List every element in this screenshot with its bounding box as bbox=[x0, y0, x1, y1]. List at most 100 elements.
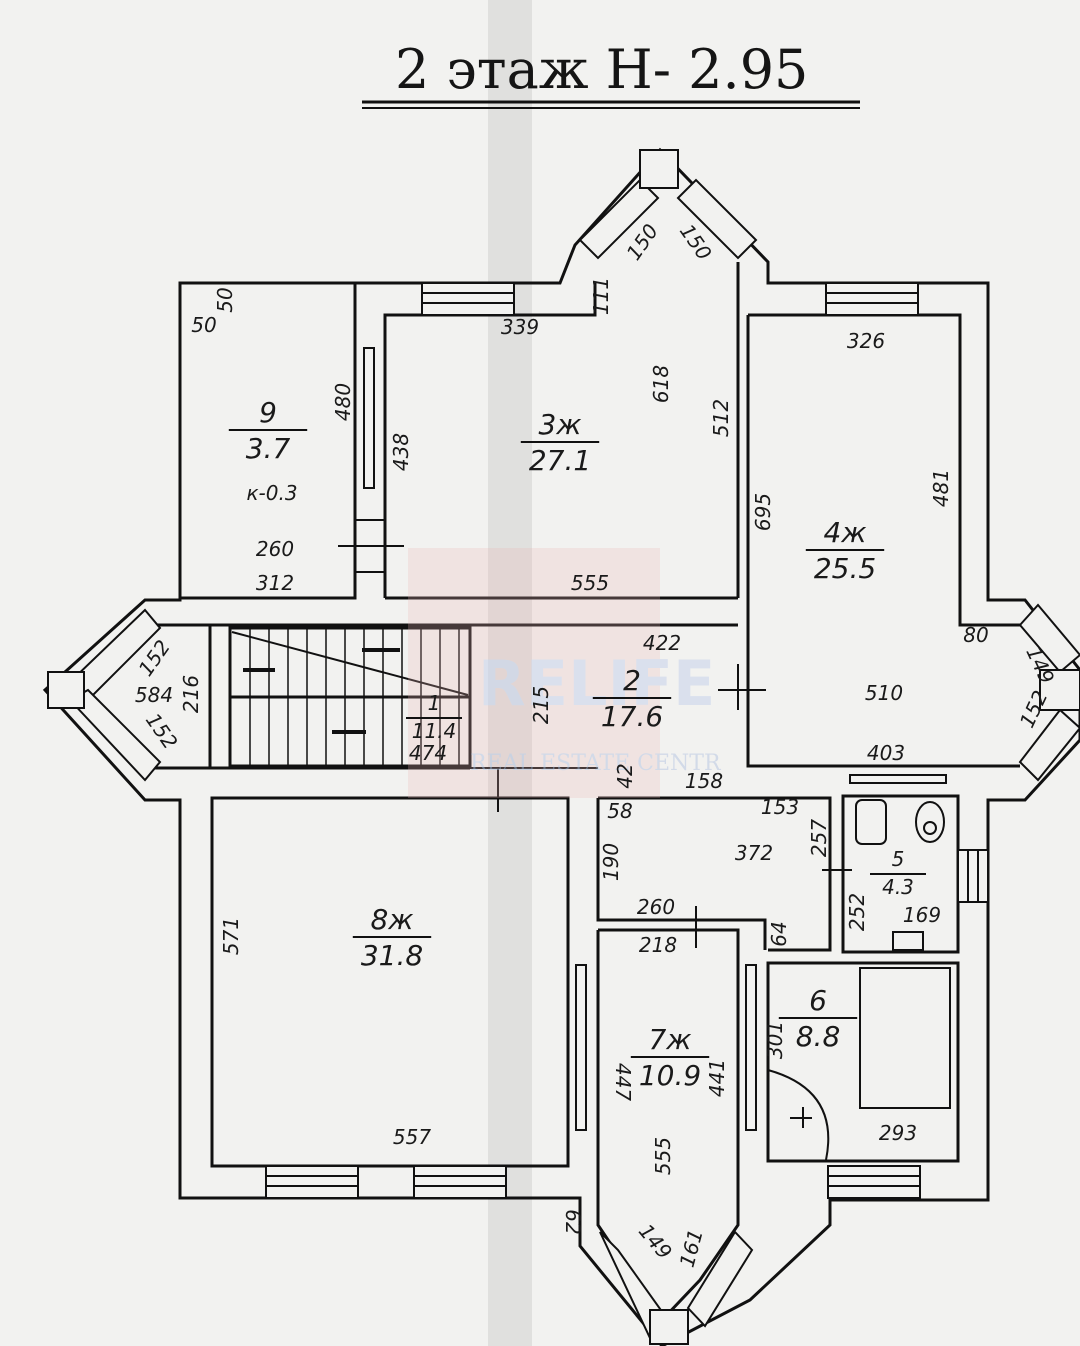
partitions bbox=[338, 347, 947, 1161]
bathroom-fixtures bbox=[855, 799, 945, 845]
dimension-label: 584 bbox=[135, 683, 173, 707]
dimension-label: 58 bbox=[607, 799, 632, 823]
dimension-label: 339 bbox=[501, 315, 539, 339]
window-bay-right-bottom bbox=[1018, 708, 1080, 782]
dimension-label: 474 bbox=[409, 741, 447, 765]
window-bay-top-right bbox=[676, 178, 758, 260]
dimension-label: 555 bbox=[651, 1137, 675, 1175]
dimension-label: 326 bbox=[847, 329, 885, 353]
windows bbox=[47, 149, 1080, 1345]
dimension-label: 512 bbox=[709, 399, 733, 437]
window-8-bottom-1 bbox=[265, 1165, 359, 1199]
window-bay-bottom-right bbox=[686, 1230, 754, 1328]
dimension-label: 218 bbox=[639, 933, 677, 957]
outer-wall-outline bbox=[42, 147, 1080, 1346]
inner-walls bbox=[145, 262, 1020, 1323]
room-area-2: 17.6 bbox=[601, 700, 663, 733]
window-bay-right-top bbox=[1018, 603, 1080, 674]
radiator-4 bbox=[849, 774, 947, 784]
bathtub bbox=[859, 967, 951, 1109]
dimension-label: 441 bbox=[705, 1059, 729, 1097]
page-title: 2 этаж Н- 2.95 bbox=[395, 38, 808, 101]
dimension-label: 257 bbox=[807, 819, 831, 857]
dimension-label: 216 bbox=[179, 675, 203, 713]
watermark-sub: REAL ESTATE CENTR bbox=[470, 751, 722, 776]
room-number-9: 9 bbox=[259, 396, 277, 429]
outer-wall bbox=[42, 147, 1080, 1346]
wall-room-7 bbox=[596, 928, 740, 1323]
dimension-label: 158 bbox=[685, 769, 723, 793]
dimension-label: 260 bbox=[637, 895, 675, 919]
window-5-right bbox=[957, 849, 989, 903]
dimension-label: 312 bbox=[256, 571, 294, 595]
window-3-top bbox=[421, 282, 515, 316]
dimension-label: 152 bbox=[141, 708, 183, 753]
watermark: RELIFE REAL ESTATE CENTR bbox=[408, 548, 722, 798]
room-area-3: 27.1 bbox=[529, 444, 591, 477]
dimension-label: 50 bbox=[213, 287, 237, 312]
wall-room-4-b bbox=[746, 315, 1020, 768]
wall-room-2-lower-b bbox=[596, 798, 767, 950]
room-labels: 93.7к-0.33ж27.14ж25.5111.4217.654.368.87… bbox=[228, 396, 926, 1092]
dimension-label: 372 bbox=[735, 841, 773, 865]
partition-7-right bbox=[745, 964, 757, 1131]
window-6-bottom bbox=[827, 1165, 921, 1199]
dimension-label: 480 bbox=[331, 383, 355, 421]
room-area-4: 25.5 bbox=[814, 552, 876, 585]
dimension-label: 260 bbox=[256, 537, 294, 561]
watermark-brand: RELIFE bbox=[478, 647, 715, 720]
dimension-label: 438 bbox=[389, 433, 413, 471]
room-number-5: 5 bbox=[892, 847, 905, 871]
window-8-bottom-2 bbox=[413, 1165, 507, 1199]
room-number-6: 6 bbox=[809, 984, 827, 1017]
dimension-label: 695 bbox=[751, 493, 775, 531]
door-swing-6 bbox=[767, 1069, 830, 1161]
dimension-label: 301 bbox=[763, 1021, 787, 1059]
stair-diagonal bbox=[231, 631, 469, 696]
room-number-7: 7ж bbox=[648, 1023, 691, 1056]
room-area-6: 8.8 bbox=[796, 1020, 841, 1053]
toilet-box bbox=[892, 931, 924, 951]
room-number-8: 8ж bbox=[370, 903, 413, 936]
toilet-icon bbox=[915, 801, 945, 843]
room-number-2: 2 bbox=[623, 664, 641, 697]
wall-room-9 bbox=[178, 281, 357, 600]
dimension-label: 555 bbox=[571, 571, 609, 595]
dimension-label: 557 bbox=[393, 1125, 431, 1149]
room-number-3: 3ж bbox=[538, 408, 581, 441]
dimension-label: 571 bbox=[219, 917, 243, 955]
sink-icon bbox=[855, 799, 887, 845]
window-4-top bbox=[825, 282, 919, 316]
dimension-label: 149 bbox=[634, 1219, 677, 1264]
room-area-7: 10.9 bbox=[639, 1059, 701, 1092]
room-area-8: 31.8 bbox=[361, 939, 423, 972]
dimension-label: 447 bbox=[611, 1063, 635, 1101]
stair-treads bbox=[249, 628, 460, 766]
wall-room-8 bbox=[210, 796, 570, 1168]
wall-room-6 bbox=[766, 961, 960, 1163]
dimension-label: 50 bbox=[191, 313, 216, 337]
dimension-label: 403 bbox=[867, 741, 905, 765]
wall-room-2-lower bbox=[598, 796, 832, 952]
dimension-label: 169 bbox=[903, 903, 941, 927]
paper-fold bbox=[488, 0, 532, 1346]
window-bay-top-left bbox=[578, 178, 660, 260]
dimension-label: 80 bbox=[963, 623, 988, 647]
dimension-label: 190 bbox=[599, 843, 623, 881]
room-area-1: 11.4 bbox=[412, 719, 457, 743]
dimension-label: 62 bbox=[561, 1209, 585, 1234]
dimension-label: 215 bbox=[529, 686, 553, 724]
dimension-label: 618 bbox=[649, 365, 673, 403]
room-number-4: 4ж bbox=[823, 516, 866, 549]
wall-room-4 bbox=[748, 313, 1020, 627]
room-area-5: 4.3 bbox=[882, 875, 914, 899]
dimension-label: 252 bbox=[845, 893, 869, 931]
room-number-1: 1 bbox=[428, 691, 441, 715]
dimension-label: 153 bbox=[761, 795, 799, 819]
dimension-label: 64 bbox=[767, 921, 791, 946]
dimension-label: 510 bbox=[865, 681, 903, 705]
partition-3-left bbox=[363, 347, 375, 489]
dimension-label: 293 bbox=[879, 1121, 917, 1145]
